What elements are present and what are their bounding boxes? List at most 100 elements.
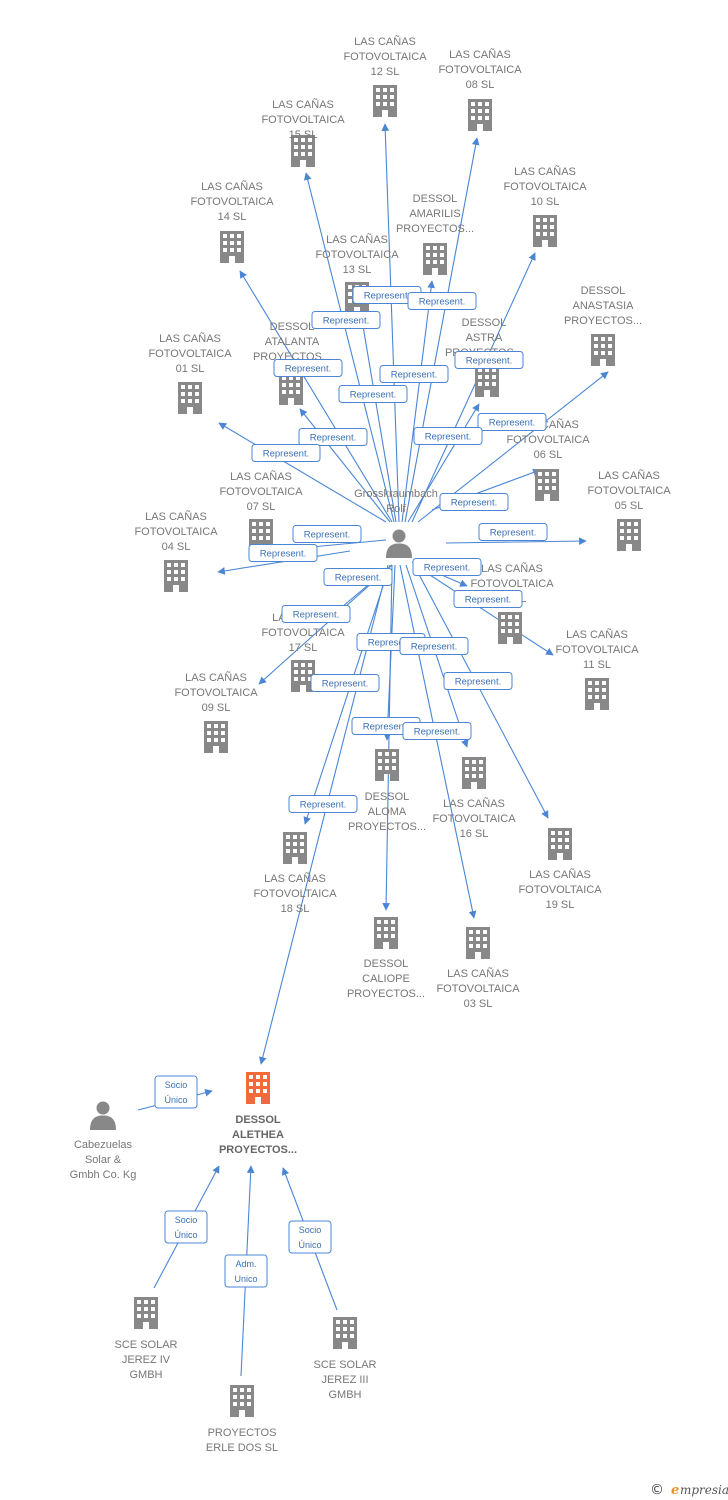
edge-rolf-to-c10 [411,252,536,523]
node-label-line: LAS CAÑAS [566,628,628,641]
edge-label-rolf-to-c19[interactable]: Represent. [443,672,513,690]
footer-brand[interactable]: © e mpresia [650,1482,728,1498]
building-icon [373,85,397,117]
edge-label-rolf-to-c03[interactable]: Represent. [402,722,472,740]
edge-rolf-to-c19 [413,564,549,819]
edge-label-rolf-to-c18[interactable]: Represent. [310,674,380,692]
edge-label-rolf-to-c17[interactable]: Represent. [323,568,393,586]
building-icon [178,382,202,414]
building-icon [374,917,398,949]
edge-label-box [323,568,393,586]
edge-label-rolf-to-c06[interactable]: Represent. [439,493,509,511]
edge-label-box [311,311,381,329]
edge-label-rolf-to-anastasia[interactable]: Represent. [477,413,547,431]
edge-label-text: Represent. [363,722,409,733]
edge-label-rolf-to-c14[interactable]: Represent. [273,359,343,377]
node-label-line: LAS CAÑAS [514,165,576,178]
building-icon [220,231,244,263]
edge-label-rolf-to-c12[interactable]: Represent. [352,286,422,304]
edge-label-rolf-to-amarilis[interactable]: Represent. [379,365,449,383]
edge-label-box [288,795,358,813]
node-label-line: DESSOL [462,317,507,329]
node-amarilis[interactable]: DESSOLAMARILISPROYECTOS... [396,193,474,275]
node-label-line: CALIOPE [362,973,410,985]
node-label-line: Gmbh Co. Kg [70,1169,137,1181]
edge-label-box [224,1254,268,1288]
edge-rolf-to-amarilis [401,280,435,523]
edge-label-box [338,385,408,403]
edge-label-text: Represent. [300,800,346,811]
node-label-line: LAS CAÑAS [354,35,416,48]
edge-label-rolf-to-alethea[interactable]: Represent. [288,795,358,813]
edge-label-rolf-to-c10[interactable]: Represent. [454,351,524,369]
node-label-line: FOTOVOLTAICA [190,196,274,208]
edge-label-text: Socio [175,1215,198,1225]
edge-label-rolf-to-c16[interactable]: Represent. [399,637,469,655]
edge-label-rolf-to-c08[interactable]: Represent. [407,292,477,310]
edge-label-text: Represent. [489,418,535,429]
edge-label-rolf-to-atalanta[interactable]: Represent. [298,428,368,446]
edge-label-rolf-to-c09[interactable]: Represent. [281,605,351,623]
node-label-line: FOTOVOLTAICA [261,114,345,126]
node-label-line: Solar & [85,1154,122,1166]
edge-label-box [298,428,368,446]
person-icon [386,529,412,558]
edge-label-rolf-to-c05[interactable]: Represent. [478,523,548,541]
edge-label-box [413,427,483,445]
edge-rolf-to-astra [407,403,480,523]
node-caliope[interactable]: DESSOLCALIOPEPROYECTOS... [347,917,425,1000]
node-aloma[interactable]: DESSOLALOMAPROYECTOS... [348,749,426,833]
edge-label-rolf-to-c15[interactable]: Represent. [311,311,381,329]
edge-label-box [273,359,343,377]
edge-rolf-to-caliope [382,564,393,911]
edge-label-rolf-to-c13[interactable]: Represent. [338,385,408,403]
edge-label-rolf-to-c02[interactable]: Represent. [412,558,482,576]
node-label-line: FOTOVOLTAICA [148,348,232,360]
node-alethea[interactable]: DESSOLALETHEAPROYECTOS... [219,1072,297,1156]
node-label-line: Grosskraumbach [354,488,438,500]
node-label-line: 06 SL [534,449,563,461]
node-label-line: 17 SL [289,642,318,654]
edge-label-rolf-to-c01[interactable]: Represent. [251,444,321,462]
edge-label-box [251,444,321,462]
node-anastasia[interactable]: DESSOLANASTASIAPROYECTOS... [564,285,642,366]
edge-label-rolf-to-astra[interactable]: Represent. [413,427,483,445]
edge-label-box [379,365,449,383]
edge-label-rolf-to-c07[interactable]: Represent. [292,525,362,543]
edge-label-text: Represent. [263,449,309,460]
edge-label-text: Represent. [466,356,512,367]
node-label-line: PROYECTOS... [219,1144,297,1156]
edge-label-erle-to-alethea[interactable]: Adm.Unico [224,1254,268,1288]
edge-label-rolf-to-c04[interactable]: Represent. [248,544,318,562]
edge-label-text: Único [164,1095,187,1105]
edge-label-rolf-to-c11[interactable]: Represent. [453,590,523,608]
node-label-line: 16 SL [460,828,489,840]
building-icon [466,927,490,959]
node-label-line: FOTOVOLTAICA [518,884,602,896]
copyright-icon: © [650,1482,664,1498]
